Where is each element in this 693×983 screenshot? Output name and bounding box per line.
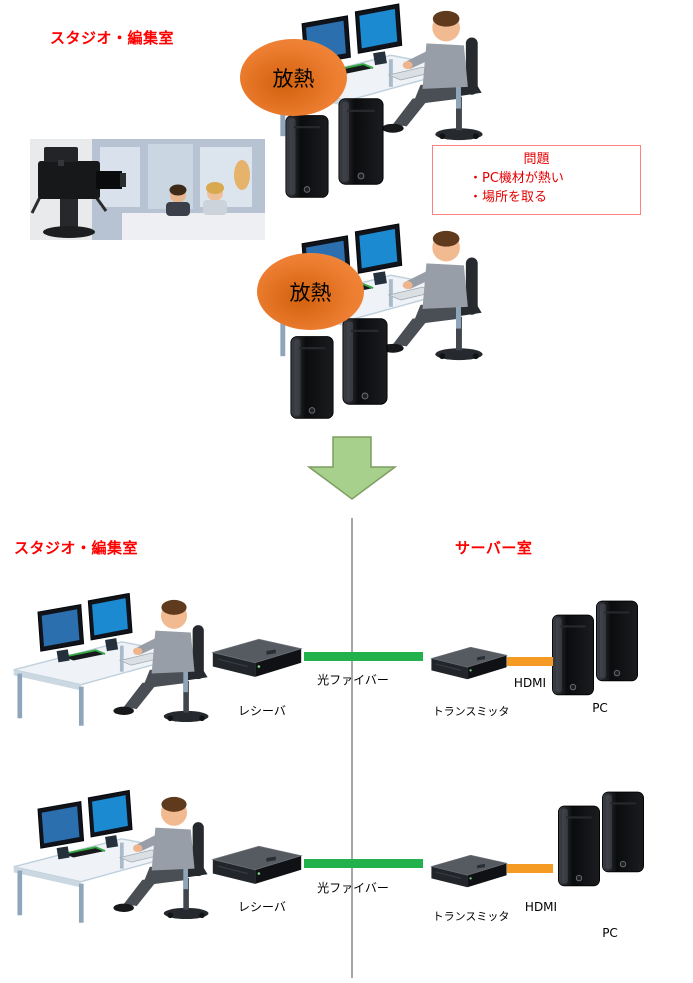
heat-label: 放熱 — [272, 66, 315, 91]
pc-tower-icon — [281, 112, 333, 200]
heat-ellipse: 放熱 — [240, 39, 347, 116]
receiver-label: レシーバ — [238, 704, 286, 718]
section-divider-line — [351, 518, 353, 978]
fiber-label: 光ファイバー — [312, 671, 394, 688]
pc-tower-icon — [286, 333, 338, 421]
fiber-line — [304, 652, 423, 661]
workstation-illustration — [10, 583, 215, 738]
pc-tower-icon — [555, 798, 603, 893]
transmitter-label: トランスミッタ — [432, 910, 510, 923]
fiber-label: 光ファイバー — [312, 879, 394, 896]
workstation-illustration — [10, 780, 215, 935]
transmitter-label: トランスミッタ — [432, 705, 510, 718]
top-studio-room-label: スタジオ・編集室 — [50, 29, 175, 47]
receiver-label: レシーバ — [238, 900, 286, 914]
problem-box: 問題 ・PC機材が熱い ・場所を取る — [432, 145, 641, 215]
pc-tower-icon — [599, 784, 647, 879]
heat-label: 放熱 — [289, 280, 332, 305]
pc-tower-icon — [338, 315, 392, 407]
pc-tower-icon — [334, 95, 388, 187]
hdmi-line — [507, 657, 553, 666]
fiber-line — [304, 859, 423, 868]
hdmi-line — [507, 864, 553, 873]
problem-item: ・PC機材が熱い — [469, 170, 564, 186]
receiver-device-icon — [210, 634, 304, 684]
down-arrow-icon — [307, 436, 397, 500]
studio-camera-photo — [30, 139, 265, 240]
problem-title: 問題 — [523, 152, 550, 167]
hdmi-label: HDMI — [513, 676, 547, 690]
pc-tower-icon — [549, 607, 597, 702]
pc-label: PC — [592, 701, 608, 715]
heat-ellipse: 放熱 — [257, 253, 364, 330]
transmitter-device-icon — [429, 640, 509, 688]
hdmi-label: HDMI — [524, 900, 558, 914]
receiver-device-icon — [210, 841, 304, 891]
problem-item: ・場所を取る — [469, 189, 548, 205]
pc-tower-icon — [593, 593, 641, 688]
transmitter-device-icon — [429, 848, 509, 896]
server-room-label: サーバー室 — [455, 539, 533, 557]
pc-label: PC — [602, 926, 618, 940]
bottom-studio-room-label: スタジオ・編集室 — [14, 539, 139, 557]
